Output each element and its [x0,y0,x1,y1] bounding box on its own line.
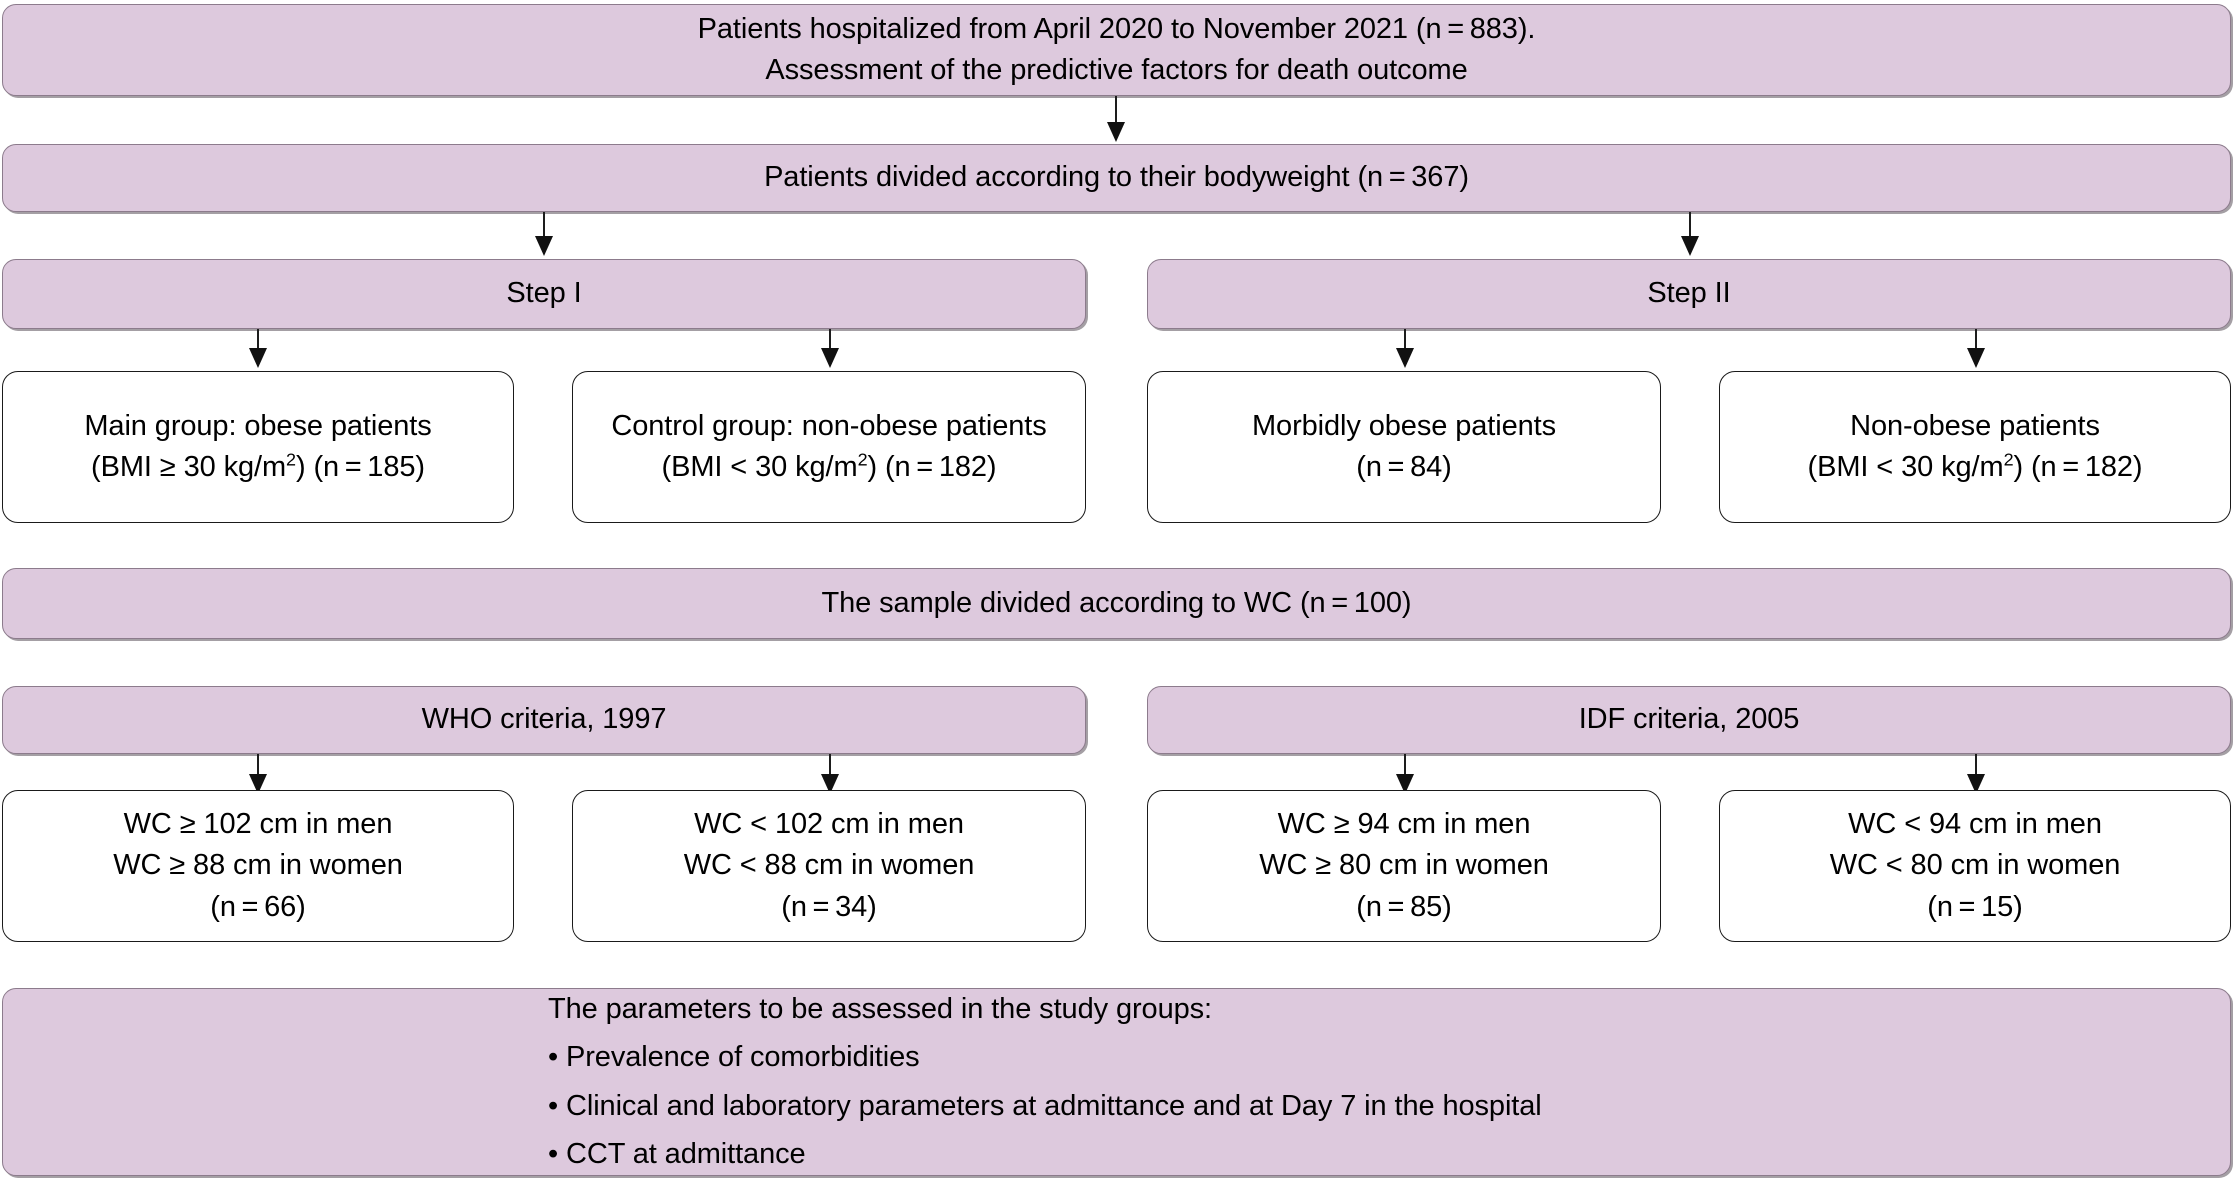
assessment-bullet-2: • Clinical and laboratory parameters at … [548,1089,1542,1122]
node-who-criteria-header: WHO criteria, 1997 [2,686,1086,754]
arrowhead-step1-to-main-group [249,348,267,368]
node-non-obese-text: Non-obese patients (BMI < 30 kg/m2) (n =… [1720,406,2230,488]
arrowhead-who-to-low [821,774,839,794]
node-divided-wc-line1: The sample divided according to WC (n = … [821,586,1412,619]
node-who-high-wc-line1: WC ≥ 102 cm in men [123,808,393,841]
node-who-criteria-header-text: WHO criteria, 1997 [3,699,1085,740]
node-who-low-wc-text: WC < 102 cm in men WC < 88 cm in women (… [573,804,1085,928]
node-assessment-parameters-text: The parameters to be assessed in the stu… [3,986,2230,1179]
node-who-criteria-label: WHO criteria, 1997 [421,703,667,736]
node-morbidly-obese: Morbidly obese patients (n = 84) [1147,371,1661,523]
node-idf-low-wc-line1: WC < 94 cm in men [1848,808,2102,841]
node-assessment-parameters: The parameters to be assessed in the stu… [2,988,2231,1176]
connector-who-to-high [257,754,259,778]
connector-idf-to-high [1404,754,1406,778]
node-who-low-wc-line1: WC < 102 cm in men [694,808,964,841]
node-divided-bodyweight-text: Patients divided according to their body… [3,157,2230,198]
connector-cohort-to-bodyweight [1115,96,1117,126]
node-who-low-wc-line2: WC < 88 cm in women [683,849,975,882]
arrowhead-idf-to-high [1396,774,1414,794]
arrowhead-step2-to-non-obese [1967,348,1985,368]
node-who-low-wc-line3: (n = 34) [781,890,877,923]
node-idf-low-wc-line3: (n = 15) [1927,890,2023,923]
connector-step2-to-morbidly-obese [1404,329,1406,351]
node-non-obese-line2: (BMI < 30 kg/m2) (n = 182) [1807,449,2143,483]
node-divided-wc-text: The sample divided according to WC (n = … [3,583,2230,624]
node-cohort-line2: Assessment of the predictive factors for… [765,54,1468,86]
node-main-group-text: Main group: obese patients (BMI ≥ 30 kg/… [3,406,513,488]
connector-bodyweight-to-step1 [543,212,545,240]
node-step2-header: Step II [1147,259,2231,329]
assessment-bullet-3: • CCT at admittance [548,1137,806,1170]
arrowhead-bodyweight-to-step2 [1681,236,1699,256]
node-divided-bodyweight-line1: Patients divided according to their body… [764,161,1469,194]
node-idf-high-wc-line3: (n = 85) [1356,890,1452,923]
connector-step1-to-control-group [829,329,831,351]
connector-step1-to-main-group [257,329,259,351]
node-non-obese: Non-obese patients (BMI < 30 kg/m2) (n =… [1719,371,2231,523]
node-divided-bodyweight: Patients divided according to their body… [2,144,2231,212]
node-who-low-wc: WC < 102 cm in men WC < 88 cm in women (… [572,790,1086,942]
node-morbidly-obese-line2: (n = 84) [1356,451,1452,483]
node-who-high-wc-line2: WC ≥ 88 cm in women [113,849,403,882]
node-divided-wc: The sample divided according to WC (n = … [2,568,2231,639]
node-step2-label: Step II [1647,277,1731,310]
assessment-heading: The parameters to be assessed in the stu… [548,993,1212,1026]
connector-step2-to-non-obese [1975,329,1977,351]
node-idf-criteria-label: IDF criteria, 2005 [1578,703,1800,736]
node-step1-header-text: Step I [3,273,1085,314]
node-idf-criteria-header-text: IDF criteria, 2005 [1148,699,2230,740]
arrowhead-cohort-to-bodyweight [1107,122,1125,142]
node-who-high-wc: WC ≥ 102 cm in men WC ≥ 88 cm in women (… [2,790,514,942]
node-non-obese-line1: Non-obese patients [1850,409,2100,442]
connector-idf-to-low [1975,754,1977,778]
arrowhead-idf-to-low [1967,774,1985,794]
connector-who-to-low [829,754,831,778]
node-control-group-text: Control group: non-obese patients (BMI <… [573,406,1085,488]
connector-bodyweight-to-step2 [1689,212,1691,240]
node-cohort-text: Patients hospitalized from April 2020 to… [3,9,2230,91]
node-idf-low-wc-text: WC < 94 cm in men WC < 80 cm in women (n… [1720,804,2230,928]
node-idf-criteria-header: IDF criteria, 2005 [1147,686,2231,754]
node-idf-high-wc: WC ≥ 94 cm in men WC ≥ 80 cm in women (n… [1147,790,1661,942]
node-control-group: Control group: non-obese patients (BMI <… [572,371,1086,523]
arrowhead-bodyweight-to-step1 [535,236,553,256]
node-main-group-line1: Main group: obese patients [84,409,432,442]
arrowhead-step1-to-control-group [821,348,839,368]
arrowhead-step2-to-morbidly-obese [1396,348,1414,368]
node-who-high-wc-line3: (n = 66) [210,890,306,923]
node-morbidly-obese-text: Morbidly obese patients (n = 84) [1148,406,1660,488]
node-idf-low-wc-line2: WC < 80 cm in women [1829,849,2121,882]
assessment-bullet-1: • Prevalence of comorbidities [548,1041,920,1074]
node-cohort: Patients hospitalized from April 2020 to… [2,4,2231,96]
node-step1-label: Step I [506,277,582,310]
node-main-group: Main group: obese patients (BMI ≥ 30 kg/… [2,371,514,523]
node-idf-high-wc-line2: WC ≥ 80 cm in women [1259,849,1549,882]
node-main-group-line2: (BMI ≥ 30 kg/m2) (n = 185) [91,449,425,483]
node-cohort-line1: Patients hospitalized from April 2020 to… [697,12,1536,45]
node-who-high-wc-text: WC ≥ 102 cm in men WC ≥ 88 cm in women (… [3,804,513,928]
node-control-group-line1: Control group: non-obese patients [611,409,1047,442]
node-idf-low-wc: WC < 94 cm in men WC < 80 cm in women (n… [1719,790,2231,942]
arrowhead-who-to-high [249,774,267,794]
node-step2-header-text: Step II [1148,273,2230,314]
node-control-group-line2: (BMI < 30 kg/m2) (n = 182) [661,449,997,483]
node-idf-high-wc-line1: WC ≥ 94 cm in men [1277,808,1531,841]
node-idf-high-wc-text: WC ≥ 94 cm in men WC ≥ 80 cm in women (n… [1148,804,1660,928]
node-step1-header: Step I [2,259,1086,329]
node-morbidly-obese-line1: Morbidly obese patients [1252,409,1556,442]
